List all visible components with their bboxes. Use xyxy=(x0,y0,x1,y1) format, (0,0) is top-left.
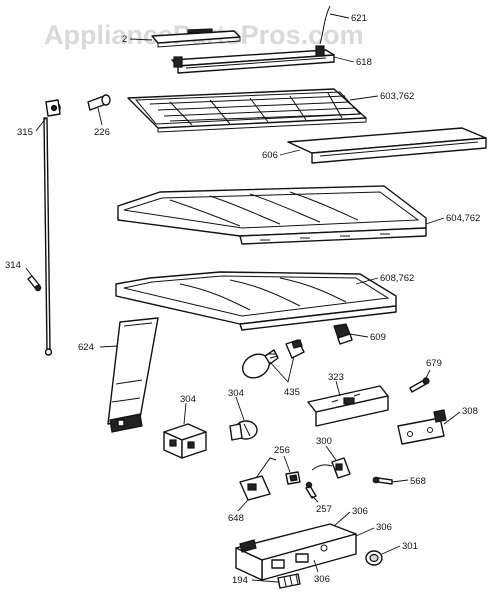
part-323-bracket[interactable] xyxy=(307,385,389,427)
label-568: 568 xyxy=(410,476,426,487)
part-624-strip[interactable] xyxy=(107,317,159,433)
label-618: 618 xyxy=(356,57,372,68)
label-648: 648 xyxy=(228,513,244,524)
part-435-socket[interactable] xyxy=(285,339,305,359)
part-618-housing[interactable] xyxy=(171,45,335,74)
part-194-terminal[interactable] xyxy=(277,573,301,589)
part-621-wire[interactable] xyxy=(319,5,331,45)
part-603-wire-shelf[interactable] xyxy=(127,88,367,133)
label-624: 624 xyxy=(78,342,94,353)
label-314: 314 xyxy=(5,260,21,271)
label-435: 435 xyxy=(284,387,300,398)
part-679-screw[interactable] xyxy=(409,377,430,393)
label-308: 308 xyxy=(462,406,478,417)
part-648-thermostat[interactable] xyxy=(239,457,277,501)
label-306-top: 306 xyxy=(352,506,368,517)
label-609: 609 xyxy=(370,332,386,343)
label-603-762: 603,762 xyxy=(380,91,414,102)
part-308-switch-plate[interactable] xyxy=(397,409,447,445)
part-labels: 2 621 618 603,762 315 226 606 604,762 31… xyxy=(5,13,480,586)
part-2-top-cover[interactable] xyxy=(151,28,241,48)
label-300: 300 xyxy=(316,436,332,447)
label-679: 679 xyxy=(426,358,442,369)
label-2: 2 xyxy=(122,34,127,45)
part-315-rod[interactable] xyxy=(43,99,61,356)
part-568-screw[interactable] xyxy=(372,476,393,485)
part-256-connector[interactable] xyxy=(285,471,301,485)
label-256: 256 xyxy=(274,445,290,456)
part-606-trim[interactable] xyxy=(287,127,487,164)
label-323: 323 xyxy=(328,372,344,383)
label-604-762: 604,762 xyxy=(446,213,480,224)
part-304-control-box[interactable] xyxy=(163,423,207,459)
part-314-screw[interactable] xyxy=(27,275,42,292)
label-606: 606 xyxy=(262,150,278,161)
part-435-bulb[interactable] xyxy=(238,349,279,382)
part-608-shelf[interactable] xyxy=(115,271,397,331)
label-621: 621 xyxy=(351,13,367,24)
part-306-housing[interactable] xyxy=(235,523,357,581)
label-301: 301 xyxy=(402,541,418,552)
label-226: 226 xyxy=(94,127,110,138)
label-304-knob: 304 xyxy=(228,388,244,399)
label-608-762: 608,762 xyxy=(380,273,414,284)
label-304-box: 304 xyxy=(180,394,196,405)
label-306-right: 306 xyxy=(376,522,392,533)
label-306-bottom: 306 xyxy=(314,574,330,585)
part-301-knob[interactable] xyxy=(365,550,383,566)
part-304-knob[interactable] xyxy=(229,420,258,441)
part-257-screw[interactable] xyxy=(305,481,317,499)
part-226-shaft[interactable] xyxy=(87,94,111,111)
part-604-shelf[interactable] xyxy=(117,185,427,245)
label-315: 315 xyxy=(17,127,33,138)
label-194: 194 xyxy=(232,575,248,586)
label-257: 257 xyxy=(316,504,332,515)
part-300-sensor[interactable] xyxy=(311,457,351,479)
part-609-clip[interactable] xyxy=(333,323,353,345)
leader-lines xyxy=(25,13,461,583)
